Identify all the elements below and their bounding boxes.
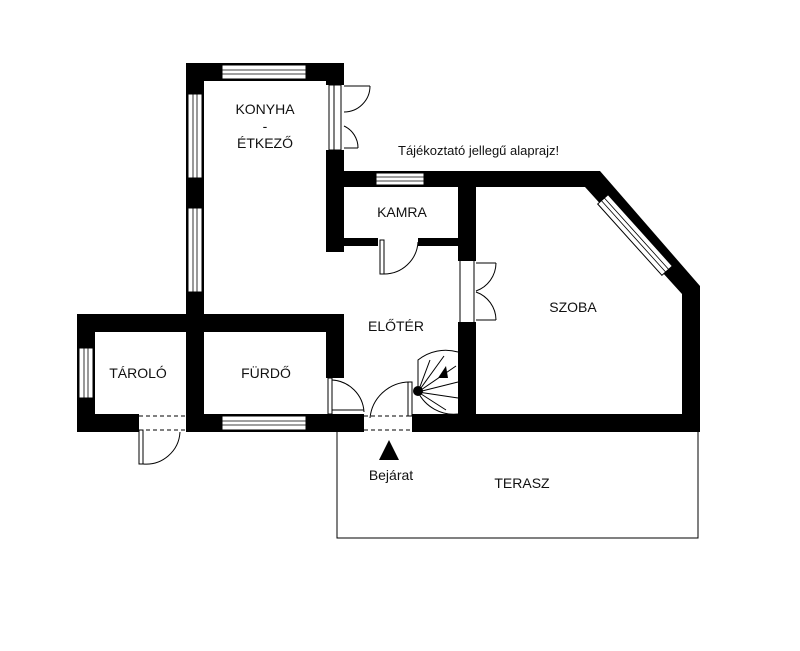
room-label-terasz: TERASZ [494, 475, 550, 491]
entrance-label: Bejárat [369, 467, 413, 483]
room-label-konyha: KONYHA [235, 101, 295, 117]
door-kamra [379, 239, 419, 275]
window-furdo [221, 415, 307, 431]
room-label-szoba: SZOBA [549, 299, 597, 315]
door-kitchen-exterior [328, 84, 371, 151]
window-szoba [596, 193, 674, 277]
terrace-outline [336, 432, 699, 539]
windows [78, 64, 674, 431]
door-szoba [459, 261, 497, 322]
window-kitchen-top [221, 64, 307, 80]
walls [77, 63, 700, 432]
door-furdo [327, 377, 365, 415]
spiral-staircase [413, 349, 459, 415]
door-tarolo [138, 415, 186, 465]
up-triangle-icon [379, 440, 399, 460]
window-tarolo [78, 347, 94, 399]
staircase-direction-arrow-icon [438, 366, 448, 378]
window-kitchen-left-1 [187, 93, 203, 179]
staircase-center-dot [413, 386, 423, 396]
plan-note: Tájékoztató jellegű alaprajz! [398, 143, 559, 158]
room-label-eloter: ELŐTÉR [368, 318, 424, 334]
door-entrance [364, 381, 413, 431]
room-label-furdo: FÜRDŐ [241, 364, 291, 381]
room-label-kamra: KAMRA [377, 204, 427, 220]
window-kitchen-left-2 [187, 207, 203, 293]
room-label-etkezo: ÉTKEZŐ [237, 135, 293, 151]
window-kamra [375, 172, 425, 186]
room-label-tarolo: TÁROLÓ [109, 365, 167, 381]
doors [138, 84, 497, 465]
room-label-konyha-dash: - [263, 118, 268, 134]
